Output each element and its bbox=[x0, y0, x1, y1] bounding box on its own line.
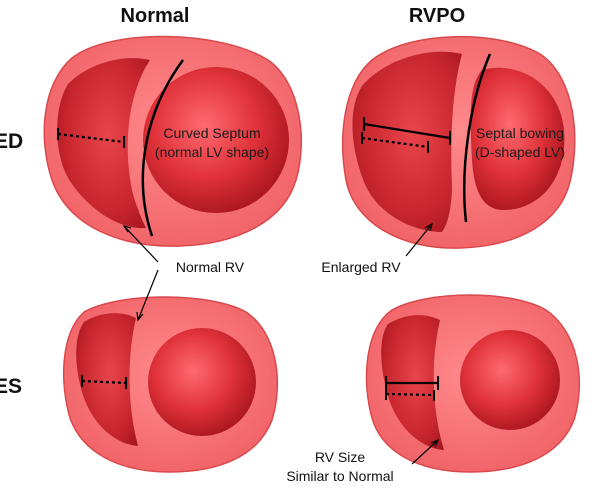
heart-normal-ed: Curved Septum (normal LV shape) bbox=[43, 35, 302, 247]
rv-size-label-line2: Similar to Normal bbox=[286, 468, 393, 484]
rv-dimension-line-dotted bbox=[385, 389, 435, 401]
rv-dimension-line-solid bbox=[363, 117, 451, 145]
column-header-normal: Normal bbox=[121, 5, 190, 27]
heart-normal-es bbox=[62, 296, 279, 473]
row-header-ed: ED bbox=[0, 130, 23, 153]
column-header-rvpo: RVPO bbox=[409, 5, 465, 27]
lv-shape-label-line2: (D-shaped LV) bbox=[475, 144, 565, 160]
rv-size-label-line1: RV Size bbox=[315, 449, 366, 465]
rv-dimension-line-dotted bbox=[361, 132, 429, 153]
right-ventricle-cavity bbox=[76, 313, 138, 446]
septum-curve-line bbox=[141, 59, 185, 237]
heart-rvpo-ed: Septal bowing (D-shaped LV) bbox=[342, 36, 576, 249]
septum-bowing-line bbox=[463, 53, 492, 223]
right-ventricle-cavity bbox=[57, 58, 150, 229]
left-ventricle-cavity bbox=[460, 330, 560, 430]
rv-dimension-line-solid bbox=[385, 376, 439, 390]
rv-dimension-line-dotted bbox=[57, 128, 125, 148]
normal-rv-label: Normal RV bbox=[176, 259, 245, 275]
left-ventricle-cavity bbox=[470, 67, 565, 210]
enlarged-rv-label: Enlarged RV bbox=[321, 259, 401, 275]
callout-enlarged-rv: Enlarged RV bbox=[321, 222, 433, 275]
heart-rvpo-es bbox=[365, 294, 580, 473]
rv-dimension-line-dotted bbox=[81, 375, 127, 389]
callout-normal-rv: Normal RV bbox=[122, 224, 245, 322]
row-header-es: ES bbox=[0, 375, 22, 398]
lv-shape-label-line1: Curved Septum bbox=[163, 125, 260, 141]
lv-shape-label-line1: Septal bowing bbox=[476, 125, 564, 141]
callout-rv-size: RV Size Similar to Normal bbox=[286, 438, 440, 484]
right-ventricle-cavity bbox=[352, 51, 462, 232]
lv-shape-label-line2: (normal LV shape) bbox=[155, 144, 269, 160]
left-ventricle-cavity bbox=[148, 328, 256, 436]
left-ventricle-cavity bbox=[143, 67, 289, 213]
